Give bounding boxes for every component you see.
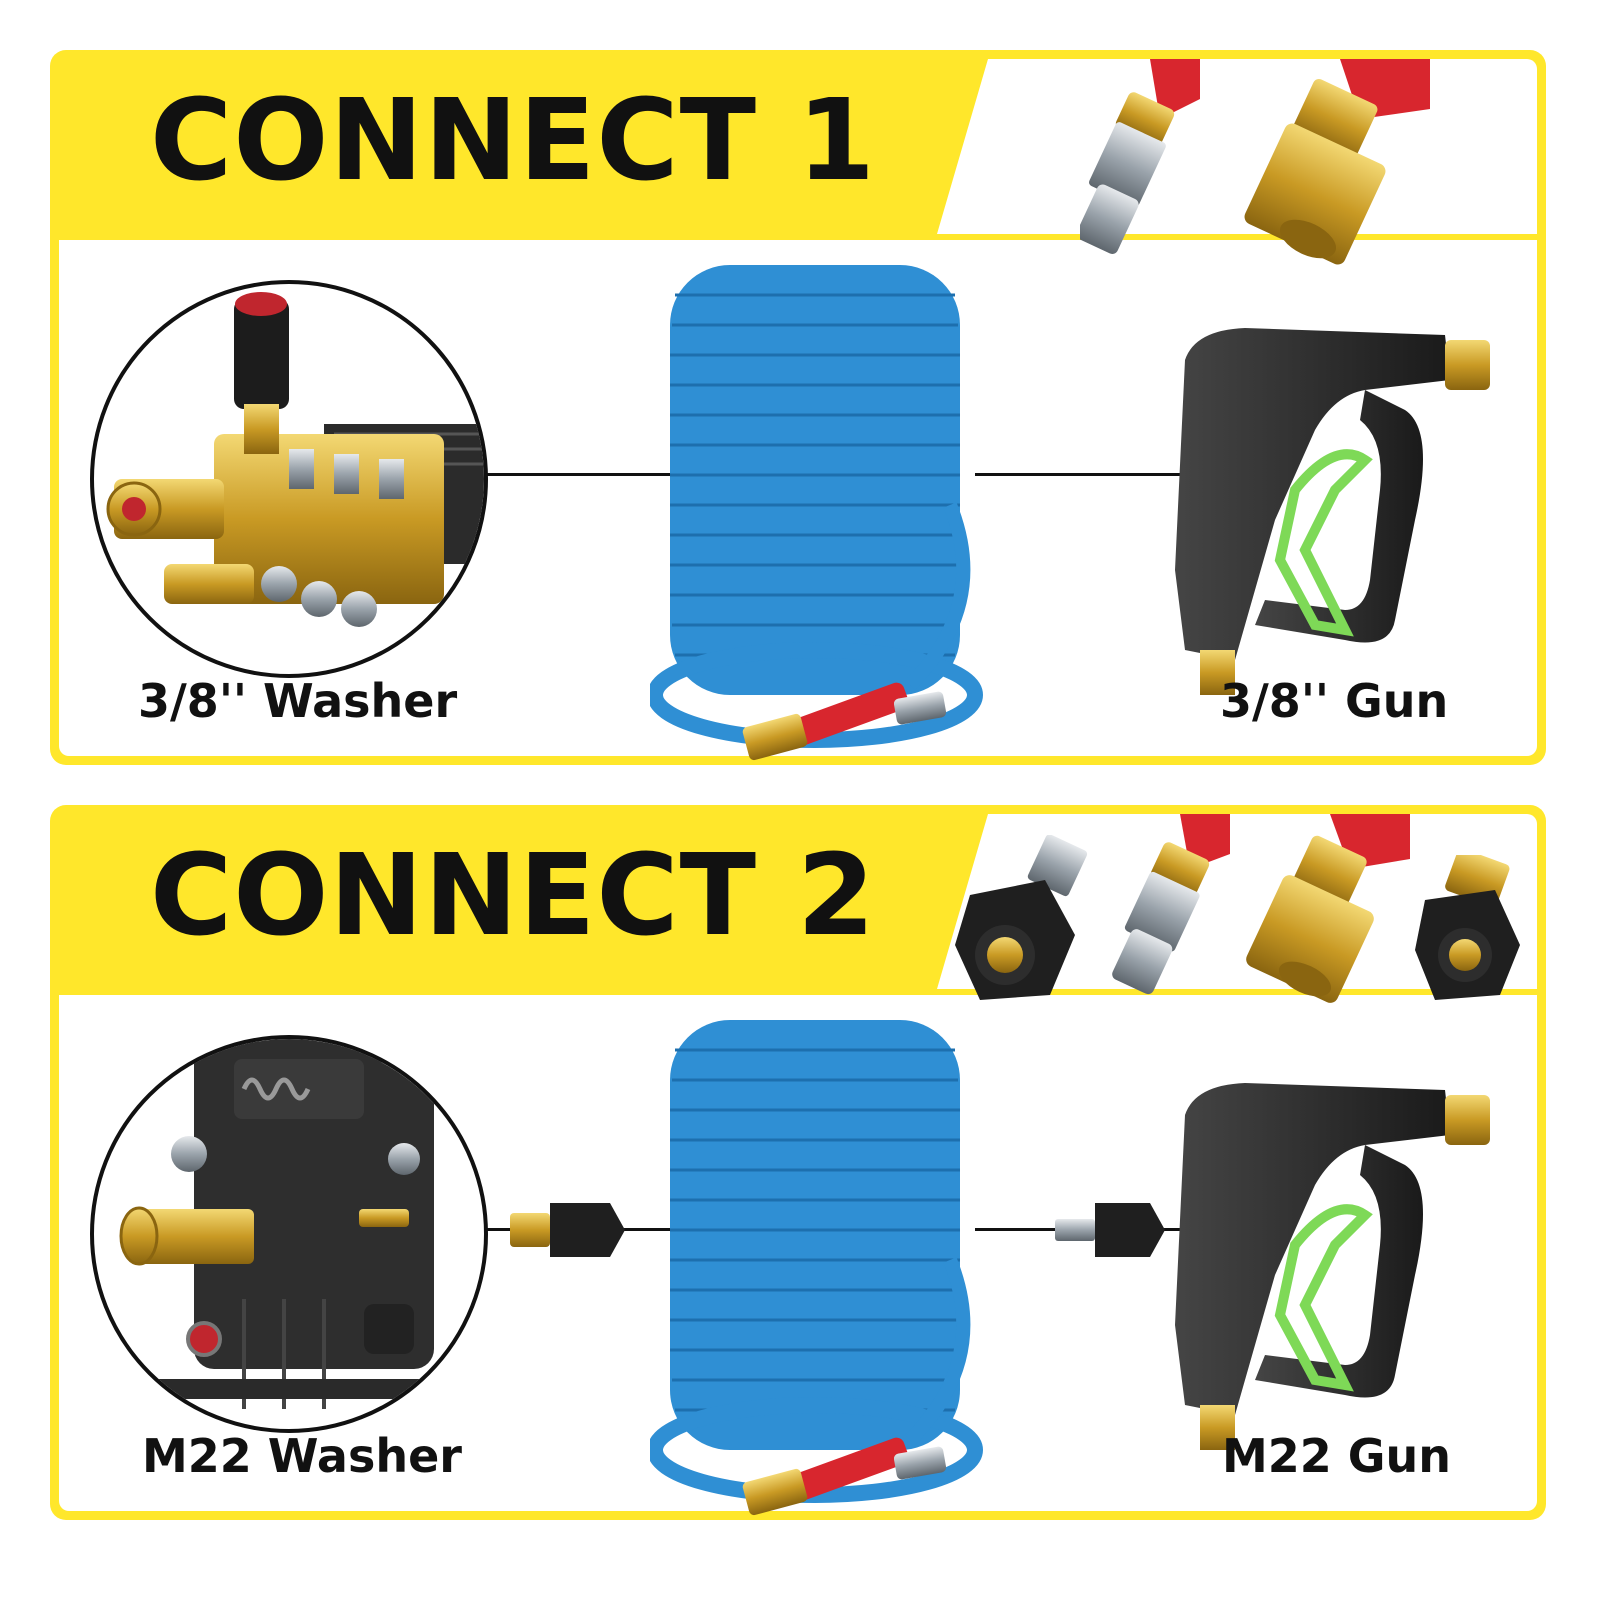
connector-header-area (937, 59, 1537, 234)
m22-adapter-icon (510, 1203, 625, 1257)
quick-connect-icon (1244, 59, 1430, 265)
connection-line-left (480, 473, 670, 476)
spray-gun-icon (1175, 328, 1490, 695)
connect-1-panel: CONNECT 1 (50, 50, 1546, 765)
left-device-label: M22 Washer (142, 1429, 462, 1483)
right-device-label: 3/8'' Gun (1220, 674, 1449, 728)
connection-line-right (975, 473, 1190, 476)
connect-1-title: CONNECT 1 (150, 76, 876, 206)
quick-connect-icon (1246, 814, 1410, 1003)
connect-2-title: CONNECT 2 (150, 831, 876, 961)
pump-icon (90, 1035, 488, 1433)
connect-2-panel: CONNECT 2 (50, 805, 1546, 1520)
m22-adapter-icon (1415, 855, 1520, 1000)
hose-reel-icon (650, 1020, 983, 1516)
m22-adapter-icon (955, 835, 1088, 1000)
m22-adapter-icon (1055, 1203, 1165, 1257)
quick-connect-icon (1080, 59, 1200, 254)
right-device-label: M22 Gun (1222, 1429, 1452, 1483)
spray-gun-icon (1175, 1083, 1490, 1450)
quick-connect-icon (1112, 814, 1230, 995)
pump-icon (90, 280, 488, 678)
hose-reel-icon (650, 265, 983, 761)
left-device-label: 3/8'' Washer (138, 674, 458, 728)
